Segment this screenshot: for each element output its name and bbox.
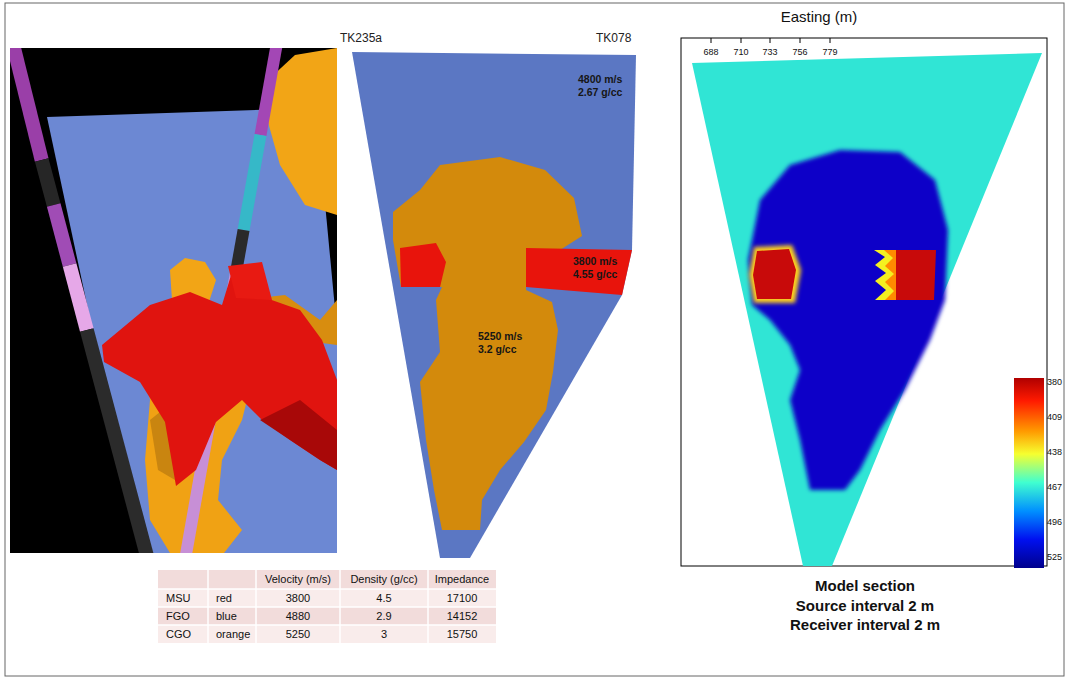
drillhole-segment xyxy=(261,48,278,135)
msu-velocity-zone xyxy=(753,249,796,299)
table-cell: CGO xyxy=(166,625,208,643)
grid-line xyxy=(158,624,496,626)
drillhole-segment xyxy=(70,265,87,330)
drillhole-segment xyxy=(12,48,42,160)
table-cell: 3 xyxy=(340,625,428,643)
table-cell: 17100 xyxy=(428,589,496,607)
msu-bodies xyxy=(102,262,337,486)
drillhole-segment xyxy=(244,135,261,230)
msu-velocity-zone xyxy=(896,250,936,300)
tick-mark xyxy=(711,38,712,43)
region-shape xyxy=(393,157,582,530)
msu-body xyxy=(102,264,337,486)
property-label: 5250 m/s 3.2 g/cc xyxy=(478,330,530,355)
colorbar-value: 438 xyxy=(1047,447,1062,458)
colorbar xyxy=(1014,378,1044,568)
axis-title: Easting (m) xyxy=(754,8,884,26)
table-cell: red xyxy=(216,589,256,607)
table-cell: 5250 xyxy=(256,625,340,643)
table-header: Density (g/cc) xyxy=(340,570,428,589)
table-grid xyxy=(158,570,496,643)
colorbar-value: 409 xyxy=(1047,412,1062,423)
cgo-velocity-zone xyxy=(748,150,948,490)
well-label: TK235a xyxy=(340,31,382,45)
colorbar-value: 525 xyxy=(1047,552,1062,563)
table-cell: 3800 xyxy=(256,589,340,607)
region-shape xyxy=(526,248,632,295)
panel-background xyxy=(10,48,337,553)
table-cell: MSU xyxy=(166,589,208,607)
caption-line: Receiver interval 2 m xyxy=(750,616,980,634)
drillhole-segment xyxy=(237,230,244,268)
axis-tick: 779 xyxy=(815,47,845,58)
tick-mark xyxy=(741,38,742,43)
axis-ticks xyxy=(711,38,830,43)
model-3d-view xyxy=(10,48,337,553)
table-cell: FGO xyxy=(166,607,208,625)
cgo-region: 5250 m/s 3.2 g/cc xyxy=(393,157,583,531)
msu-region: 3800 m/s 4.55 g/cc xyxy=(526,248,633,296)
grid-line xyxy=(158,606,496,608)
velocity-background xyxy=(692,53,1042,566)
table-header: Impedance xyxy=(428,570,496,589)
property-label: 4800 m/s 2.67 g/cc xyxy=(578,73,630,98)
caption-line: Source interval 2 m xyxy=(750,597,980,615)
table-cell: blue xyxy=(216,607,256,625)
table-cell: 4.5 xyxy=(340,589,428,607)
axis-tick: 733 xyxy=(755,47,785,58)
section-wedge: 4800 m/s 2.67 g/cc 5250 m/s 3.2 g/cc 3800 … xyxy=(352,52,637,559)
axis-tick: 710 xyxy=(726,47,756,58)
velocity-halo xyxy=(749,245,801,303)
drillhole-segment xyxy=(42,160,54,205)
table-cell: orange xyxy=(216,625,256,643)
property-label: 3800 m/s 4.55 g/cc xyxy=(573,255,623,280)
drillhole-left xyxy=(12,48,148,553)
table-cell: 2.9 xyxy=(340,607,428,625)
table-cell: 15750 xyxy=(428,625,496,643)
msu-inclusion xyxy=(400,243,446,287)
well-label: TK078 xyxy=(596,31,631,45)
colorbar-value: 496 xyxy=(1047,517,1062,528)
figure-frame xyxy=(5,3,1064,676)
colorbar-value: 380 xyxy=(1047,377,1062,388)
tick-mark xyxy=(830,38,831,43)
property-table xyxy=(158,570,496,643)
region-shape xyxy=(352,52,636,558)
velocity-halo xyxy=(874,250,894,300)
tick-mark xyxy=(770,38,771,43)
drillhole-segment xyxy=(54,205,70,265)
grid-line xyxy=(158,588,496,590)
tick-mark xyxy=(800,38,801,43)
caption-line: Model section xyxy=(750,577,980,595)
plot-frame xyxy=(681,38,1047,566)
axis-tick: 756 xyxy=(785,47,815,58)
table-cell: 4880 xyxy=(256,607,340,625)
table-cell: 14152 xyxy=(428,607,496,625)
msu-body xyxy=(228,262,272,300)
msu-shade xyxy=(260,400,337,470)
colorbar-value: 467 xyxy=(1047,482,1062,493)
table-header: Velocity (m/s) xyxy=(256,570,340,589)
axis-tick: 688 xyxy=(696,47,726,58)
